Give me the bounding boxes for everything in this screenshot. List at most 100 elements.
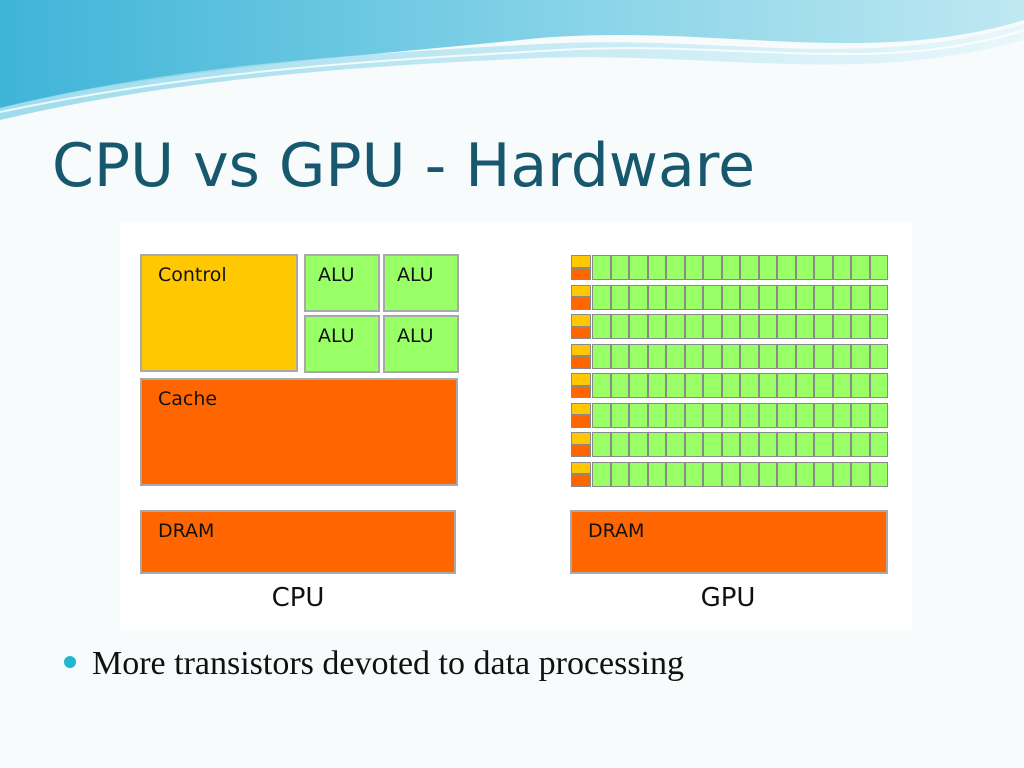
gpu-alu-cell [869, 461, 888, 487]
gpu-alu-cell [703, 402, 722, 428]
gpu-alu-cell [758, 255, 777, 280]
gpu-alu-cell [629, 432, 648, 457]
gpu-control-cell [571, 461, 591, 474]
gpu-caption: GPU [700, 583, 756, 613]
gpu-alu-cell [721, 373, 740, 398]
gpu-cache-cell [571, 356, 591, 369]
cpu-dram-block: DRAM [140, 510, 456, 574]
gpu-alu-cell [666, 402, 685, 428]
gpu-alu-cell [684, 402, 703, 428]
gpu-alu-cell [629, 284, 648, 310]
gpu-alu-cell [814, 432, 833, 457]
gpu-alu-cell [666, 343, 685, 369]
cpu-alu-label: ALU [318, 325, 355, 347]
gpu-alu-cell [647, 373, 666, 398]
gpu-alu-cell [814, 402, 833, 428]
gpu-alu-cell [592, 461, 611, 487]
gpu-alu-cell [610, 432, 629, 457]
gpu-alu-cell [647, 284, 666, 310]
slide-title: CPU vs GPU - Hardware [52, 131, 755, 201]
gpu-alu-cell [851, 402, 870, 428]
gpu-alu-cell [777, 284, 796, 310]
gpu-alu-cell [740, 343, 759, 369]
gpu-alu-cell [592, 402, 611, 428]
gpu-alu-cell [703, 432, 722, 457]
gpu-alu-cell [777, 432, 796, 457]
gpu-alu-cell [721, 255, 740, 280]
gpu-alu-cell [647, 255, 666, 280]
gpu-alu-cell [795, 461, 814, 487]
gpu-alu-cell [684, 255, 703, 280]
gpu-alu-cell [740, 314, 759, 339]
gpu-control-cell [571, 432, 591, 445]
gpu-cache-cell [571, 474, 591, 487]
gpu-alu-cell [777, 402, 796, 428]
gpu-alu-cell [703, 343, 722, 369]
gpu-alu-cell [703, 255, 722, 280]
gpu-alu-cell [666, 255, 685, 280]
gpu-dram-block: DRAM [570, 510, 888, 574]
gpu-alu-cell [684, 432, 703, 457]
gpu-alu-cell [647, 461, 666, 487]
cpu-alu-block: ALU [383, 315, 459, 373]
gpu-alu-cell [647, 402, 666, 428]
gpu-alu-cell [684, 343, 703, 369]
gpu-alu-cell [758, 402, 777, 428]
gpu-dram-label: DRAM [588, 520, 645, 542]
gpu-alu-cell [721, 284, 740, 310]
bullet-text: More transistors devoted to data process… [92, 645, 685, 682]
cpu-alu-block: ALU [383, 254, 459, 312]
gpu-control-cell [571, 284, 591, 297]
gpu-alu-cell [851, 343, 870, 369]
gpu-alu-cell [610, 255, 629, 280]
gpu-control-cell [571, 373, 591, 386]
gpu-alu-cell [851, 461, 870, 487]
gpu-alu-cell [869, 255, 888, 280]
gpu-alu-cell [851, 284, 870, 310]
gpu-alu-cell [832, 461, 851, 487]
gpu-cache-cell [571, 415, 591, 428]
gpu-cache-cell [571, 444, 591, 457]
gpu-alu-cell [703, 284, 722, 310]
bullet-dot-icon [64, 656, 76, 668]
gpu-alu-cell [592, 373, 611, 398]
gpu-alu-cell [814, 373, 833, 398]
gpu-alu-cell [777, 255, 796, 280]
gpu-alu-cell [592, 314, 611, 339]
gpu-cache-cell [571, 297, 591, 310]
gpu-alu-cell [610, 314, 629, 339]
gpu-alu-cell [851, 314, 870, 339]
gpu-alu-cell [666, 373, 685, 398]
gpu-alu-cell [703, 461, 722, 487]
gpu-alu-cell [703, 373, 722, 398]
gpu-alu-cell [777, 314, 796, 339]
gpu-cache-cell [571, 326, 591, 339]
gpu-alu-cell [869, 432, 888, 457]
gpu-alu-cell [869, 343, 888, 369]
gpu-alu-cell [814, 255, 833, 280]
gpu-alu-cell [832, 314, 851, 339]
gpu-alu-cell [814, 343, 833, 369]
cpu-cache-label: Cache [158, 388, 218, 410]
gpu-alu-cell [592, 255, 611, 280]
gpu-alu-cell [721, 314, 740, 339]
gpu-alu-cell [869, 402, 888, 428]
cpu-alu-block: ALU [304, 254, 380, 312]
gpu-alu-cell [758, 314, 777, 339]
gpu-alu-cell [629, 402, 648, 428]
gpu-alu-cell [832, 432, 851, 457]
cpu-alu-label: ALU [318, 264, 355, 286]
gpu-alu-cell [795, 343, 814, 369]
gpu-alu-cell [832, 343, 851, 369]
gpu-control-cell [571, 343, 591, 356]
gpu-alu-cell [610, 284, 629, 310]
gpu-alu-cell [777, 461, 796, 487]
gpu-alu-cell [629, 343, 648, 369]
gpu-alu-cell [740, 373, 759, 398]
cpu-cache-block: Cache [140, 378, 458, 486]
cpu-caption: CPU [271, 583, 325, 613]
gpu-alu-cell [795, 284, 814, 310]
gpu-alu-cell [814, 314, 833, 339]
gpu-alu-cell [869, 314, 888, 339]
gpu-alu-cell [795, 314, 814, 339]
